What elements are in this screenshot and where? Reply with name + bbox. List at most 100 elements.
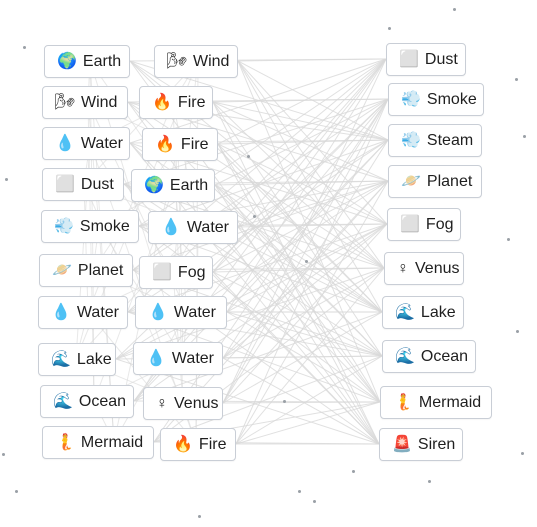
connection-line xyxy=(235,98,389,445)
background-dot xyxy=(298,490,301,493)
connection-line xyxy=(217,58,387,145)
element-tile-wind[interactable]: 🌬Wind xyxy=(42,86,128,119)
connection-line xyxy=(115,180,389,360)
element-label: Fire xyxy=(177,93,206,111)
element-label: Dust xyxy=(424,50,458,68)
wind-icon: 🌬 xyxy=(54,93,76,111)
element-label: Ocean xyxy=(420,347,469,365)
element-tile-fog[interactable]: ⬜ Fog xyxy=(387,208,461,241)
element-tile-earth[interactable]: 🌍Earth xyxy=(44,45,130,78)
connection-line xyxy=(212,267,385,273)
element-tile-fog[interactable]: ⬜Fog xyxy=(139,256,213,289)
wave-icon: 🌊 xyxy=(51,350,71,368)
background-dot xyxy=(313,500,316,503)
connection-line xyxy=(212,101,389,141)
element-tile-fire[interactable]: 🔥Fire xyxy=(142,128,218,161)
element-label: Planet xyxy=(77,261,124,279)
background-dot xyxy=(5,178,8,181)
connection-line xyxy=(235,180,389,445)
connection-line xyxy=(98,225,184,359)
element-label: Steam xyxy=(426,131,474,149)
element-label: Fog xyxy=(425,215,454,233)
element-tile-water[interactable]: 💧Water xyxy=(42,127,130,160)
connection-line xyxy=(92,143,179,271)
element-label: Ocean xyxy=(78,392,127,410)
element-label: Water xyxy=(173,303,216,321)
connection-line xyxy=(83,183,89,313)
element-tile-dust[interactable]: ⬜ Dust xyxy=(386,43,466,76)
globe-icon: 🌍 xyxy=(144,176,164,194)
connection-line xyxy=(222,223,388,404)
connection-line xyxy=(237,60,385,269)
background-dot xyxy=(305,260,308,263)
wave-icon: 🌊 xyxy=(395,347,415,365)
element-tile-lake[interactable]: 🌊Lake xyxy=(382,296,464,329)
element-tile-water[interactable]: 💧Water xyxy=(148,211,238,244)
element-tile-steam[interactable]: 💨 Steam xyxy=(388,124,482,157)
element-tile-mermaid[interactable]: 🧜 Mermaid xyxy=(42,426,154,459)
fire-icon: 🔥 xyxy=(155,135,175,153)
background-dot xyxy=(283,400,286,403)
fog-icon: ⬜ xyxy=(400,215,420,233)
background-dot xyxy=(507,238,510,241)
element-tile-water[interactable]: 💧 Water xyxy=(135,296,227,329)
connection-line xyxy=(222,98,389,404)
element-label: Mermaid xyxy=(80,433,144,451)
wind-icon: 🌬 xyxy=(166,52,188,70)
element-tile-venus[interactable]: ♀Venus xyxy=(143,387,223,420)
element-tile-lake[interactable]: 🌊Lake xyxy=(38,343,116,376)
connection-line xyxy=(172,101,199,228)
background-dot xyxy=(23,46,26,49)
steam-icon: 💨 xyxy=(401,131,421,149)
connection-line xyxy=(212,271,380,445)
connection-line xyxy=(172,271,184,404)
smoke-icon: 💨 xyxy=(54,217,74,235)
droplet-icon: 💧 xyxy=(55,134,75,152)
mermaid-icon: 🧜 xyxy=(393,393,413,411)
element-label: Fog xyxy=(177,263,206,281)
connection-line xyxy=(214,184,380,445)
element-tile-planet[interactable]: 🪐Planet xyxy=(39,254,133,287)
element-tile-ocean[interactable]: 🌊 Ocean xyxy=(40,385,134,418)
connection-line xyxy=(235,267,385,445)
connection-line xyxy=(212,101,389,182)
connection-line xyxy=(212,58,387,273)
connection-line xyxy=(214,180,389,186)
element-tile-smoke[interactable]: 💨Smoke xyxy=(41,210,139,243)
element-tile-fire[interactable]: 🔥Fire xyxy=(160,428,236,461)
connection-line xyxy=(222,311,383,404)
droplet-icon: 💧 xyxy=(51,303,71,321)
element-tile-siren[interactable]: 🚨Siren xyxy=(379,428,463,461)
element-tile-fire[interactable]: 🔥Fire xyxy=(139,86,213,119)
connection-line xyxy=(235,401,381,445)
background-dot xyxy=(198,515,201,518)
element-label: Venus xyxy=(415,259,460,277)
element-tile-earth[interactable]: 🌍Earth xyxy=(131,169,215,202)
element-label: Wind xyxy=(193,52,230,70)
connection-line xyxy=(214,184,383,313)
connection-line xyxy=(226,58,387,313)
connection-line xyxy=(212,101,383,357)
element-tile-water[interactable]: 💧Water xyxy=(38,296,128,329)
background-dot xyxy=(521,452,524,455)
wave-icon: 🌊 xyxy=(53,392,73,410)
element-tile-wind[interactable]: 🌬 Wind xyxy=(154,45,238,78)
connection-line xyxy=(237,180,389,228)
background-dot xyxy=(247,155,250,158)
connection-line xyxy=(222,223,388,359)
connection-line xyxy=(235,355,383,445)
connection-line xyxy=(174,184,188,313)
element-tile-smoke[interactable]: 💨Smoke xyxy=(388,83,484,116)
mermaid-icon: 🧜 xyxy=(55,433,75,451)
connection-line xyxy=(237,58,387,228)
background-dot xyxy=(253,215,256,218)
element-tile-dust[interactable]: ⬜Dust xyxy=(42,168,124,201)
dust-icon: ⬜ xyxy=(399,50,419,68)
element-tile-venus[interactable]: ♀Venus xyxy=(384,252,464,285)
element-tile-water[interactable]: 💧Water xyxy=(133,342,223,375)
element-tile-planet[interactable]: 🪐Planet xyxy=(388,165,482,198)
element-tile-mermaid[interactable]: 🧜Mermaid xyxy=(380,386,492,419)
element-tile-ocean[interactable]: 🌊 Ocean xyxy=(382,340,476,373)
droplet-icon: 💧 xyxy=(148,303,168,321)
